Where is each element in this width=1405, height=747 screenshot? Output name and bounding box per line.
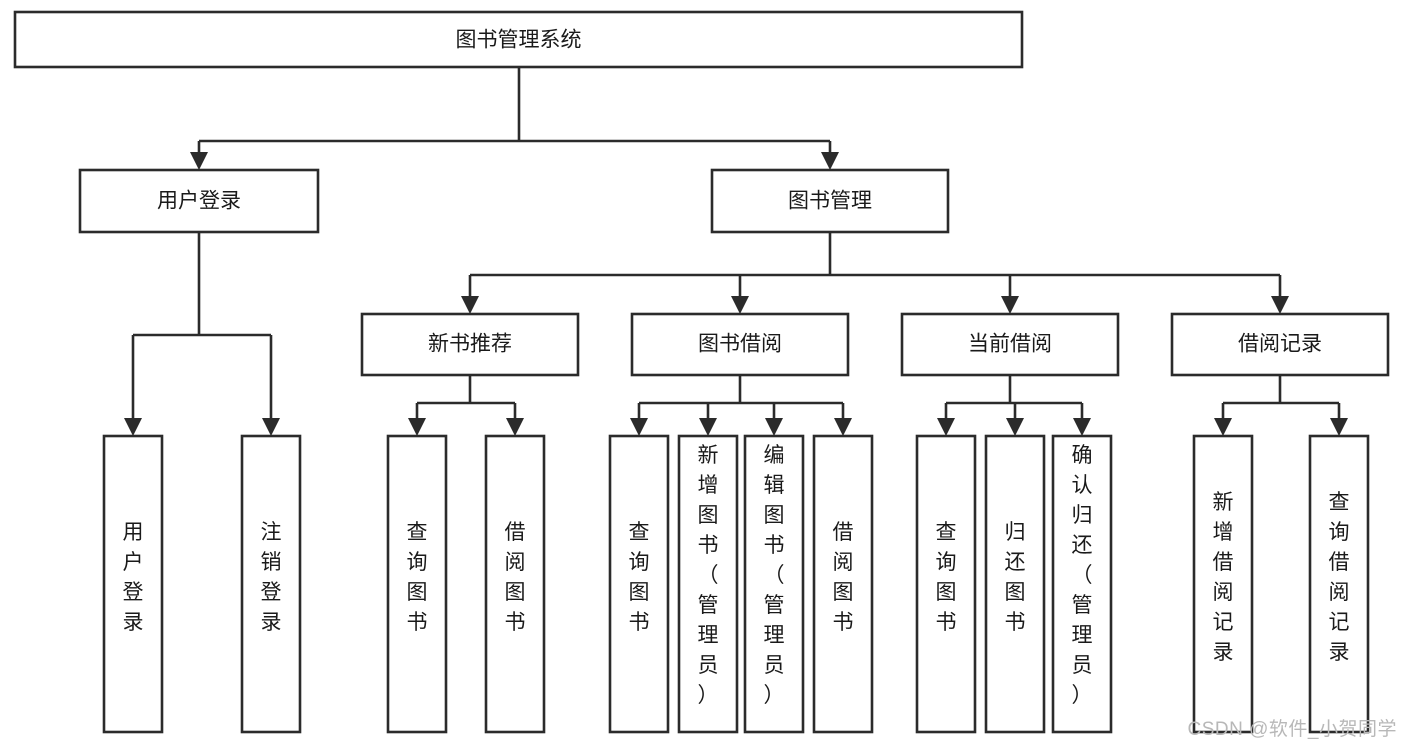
node-borrow-record[interactable]: 借阅记录: [1170, 312, 1390, 377]
node-layer: 图书管理系统 用户登录 图书管理 新书推荐 图书借阅: [13, 10, 1390, 734]
node-leaf-query-book-2-label: 查询图书: [629, 521, 650, 634]
node-leaf-edit-book[interactable]: 编辑图书（管理员）: [743, 434, 805, 734]
node-book-borrow[interactable]: 图书借阅: [630, 312, 850, 377]
node-leaf-add-record[interactable]: 新增借阅记录: [1192, 434, 1254, 734]
node-leaf-add-record-label: 新增借阅记录: [1213, 491, 1234, 664]
node-leaf-query-book-2[interactable]: 查询图书: [608, 434, 670, 734]
node-leaf-borrow-book-1-label: 借阅图书: [505, 521, 526, 634]
node-new-book-rec[interactable]: 新书推荐: [360, 312, 580, 377]
node-leaf-query-book-3-label: 查询图书: [936, 521, 957, 634]
node-leaf-query-record-label: 查询借阅记录: [1329, 491, 1350, 664]
connector-book-manage-to-level2: [461, 232, 1289, 314]
node-leaf-edit-book-label: 编辑图书（管理员）: [764, 444, 785, 707]
node-user-login-label: 用户登录: [157, 190, 241, 213]
node-borrow-record-label: 借阅记录: [1238, 333, 1322, 356]
node-leaf-confirm-return-label: 确认归还（管理员）: [1072, 444, 1093, 707]
node-leaf-add-book-label: 新增图书（管理员）: [698, 444, 719, 707]
node-leaf-user-login[interactable]: 用户登录: [102, 434, 164, 734]
node-leaf-query-record[interactable]: 查询借阅记录: [1308, 434, 1370, 734]
node-leaf-query-book-1[interactable]: 查询图书: [386, 434, 448, 734]
node-current-borrow[interactable]: 当前借阅: [900, 312, 1120, 377]
node-leaf-return-book[interactable]: 归还图书: [984, 434, 1046, 734]
node-leaf-logout[interactable]: 注销登录: [240, 434, 302, 734]
node-leaf-confirm-return[interactable]: 确认归还（管理员）: [1051, 434, 1113, 734]
node-book-manage-label: 图书管理: [788, 190, 872, 213]
connector-current-borrow-to-leaves: [937, 375, 1091, 436]
node-root[interactable]: 图书管理系统: [13, 10, 1024, 69]
node-book-borrow-label: 图书借阅: [698, 333, 782, 356]
node-leaf-borrow-book-2-label: 借阅图书: [833, 521, 854, 634]
connector-book-borrow-to-leaves: [630, 375, 852, 436]
connector-layer: [124, 67, 1348, 436]
node-leaf-query-book-1-label: 查询图书: [407, 521, 428, 634]
csdn-watermark: CSDN @软件_小贺同学: [1187, 719, 1397, 740]
node-new-book-rec-label: 新书推荐: [428, 333, 512, 356]
node-leaf-borrow-book-1[interactable]: 借阅图书: [484, 434, 546, 734]
connector-borrow-record-to-leaves: [1214, 375, 1348, 436]
node-root-label: 图书管理系统: [456, 29, 582, 52]
node-leaf-logout-label: 注销登录: [261, 521, 282, 634]
node-leaf-borrow-book-2[interactable]: 借阅图书: [812, 434, 874, 734]
connector-user-login-to-leaves: [124, 232, 280, 436]
connector-new-book-rec-to-leaves: [408, 375, 524, 436]
node-leaf-add-book[interactable]: 新增图书（管理员）: [677, 434, 739, 734]
node-leaf-query-book-3[interactable]: 查询图书: [915, 434, 977, 734]
node-book-manage[interactable]: 图书管理: [710, 168, 950, 234]
node-leaf-user-login-label: 用户登录: [123, 521, 144, 634]
node-user-login[interactable]: 用户登录: [78, 168, 320, 234]
node-current-borrow-label: 当前借阅: [968, 333, 1052, 356]
node-leaf-return-book-label: 归还图书: [1005, 521, 1026, 634]
connector-root-to-level1: [190, 67, 839, 170]
